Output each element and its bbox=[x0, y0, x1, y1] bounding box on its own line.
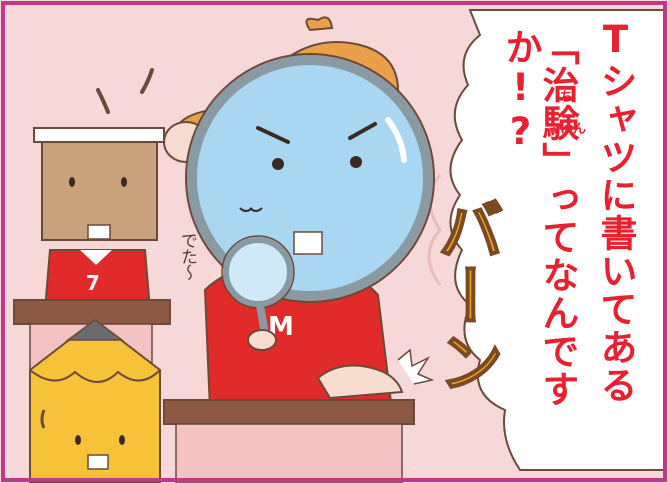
front-desk bbox=[163, 399, 415, 425]
furigana-ken: けん bbox=[560, 122, 587, 137]
sweat-mark bbox=[140, 68, 154, 94]
furigana-chi: ち bbox=[560, 90, 574, 105]
detective-character: M bbox=[163, 16, 435, 411]
svg-text:7: 7 bbox=[86, 271, 100, 295]
side-remark-text: でた〜 bbox=[177, 232, 197, 280]
speech-line-2: 「治験」ってなんですか!? bbox=[499, 28, 579, 408]
pencil-character bbox=[29, 318, 161, 483]
speech-line-1: Tシャツに書いてある bbox=[594, 18, 637, 404]
speech-bubble bbox=[449, 9, 665, 471]
headband bbox=[33, 127, 165, 143]
sound-effect-text: バーン bbox=[426, 195, 505, 395]
sweat-mark bbox=[96, 88, 110, 114]
small-magnifier bbox=[223, 237, 293, 307]
front-desk-panel bbox=[175, 423, 403, 483]
back-student: 7 bbox=[33, 127, 165, 311]
back-desk bbox=[13, 299, 171, 325]
